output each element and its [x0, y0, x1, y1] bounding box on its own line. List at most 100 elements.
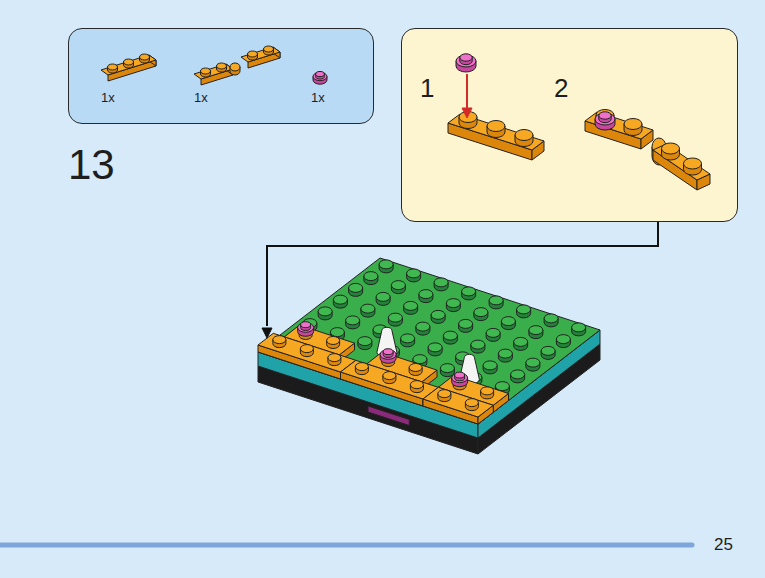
stud-side [201, 71, 211, 77]
stud-side [108, 67, 118, 73]
stud-top [495, 382, 509, 391]
stud-top [388, 313, 402, 322]
stud-top [481, 387, 494, 395]
stud-top [434, 278, 448, 287]
substep-panel: 12 [401, 28, 738, 222]
brick-face [448, 114, 544, 150]
stud-top [471, 340, 485, 349]
stud-top [456, 55, 476, 67]
stud-top [410, 381, 423, 389]
stud-top [328, 354, 341, 362]
stud-top [489, 296, 503, 305]
stud-top [440, 364, 454, 373]
stud-top [652, 138, 666, 156]
substep-number: 2 [554, 75, 568, 101]
stud-top [572, 323, 586, 332]
stud-top [419, 290, 433, 299]
stud-top [595, 113, 615, 125]
stud-top [459, 112, 477, 123]
stud-top [318, 307, 332, 316]
stud-top [599, 112, 611, 119]
stud-side [264, 49, 274, 55]
stud-top [431, 310, 445, 319]
brick-face [448, 123, 532, 160]
stud-top [301, 322, 311, 328]
stud-top [684, 158, 702, 169]
brick-face [653, 144, 710, 180]
stud-top [443, 331, 457, 340]
stud-top [346, 316, 360, 325]
stud-top [140, 54, 150, 60]
stud-side [515, 135, 533, 147]
stud-top [596, 110, 614, 121]
stud-top [379, 260, 393, 269]
stud-side [652, 147, 666, 165]
base-teal [258, 352, 478, 438]
stud-top [486, 328, 500, 337]
stud-top [409, 363, 422, 371]
stud-side [124, 62, 134, 68]
stud-top [248, 51, 258, 57]
stud-side [596, 115, 614, 127]
base-top [258, 258, 600, 424]
stud-top [416, 322, 430, 331]
stud-side [624, 124, 642, 136]
stud-top [108, 64, 118, 70]
part-quantity: 1x [194, 91, 208, 104]
stud-top [264, 46, 274, 52]
stud-top [383, 372, 396, 380]
placement-arrow [466, 74, 468, 108]
brick-face [258, 333, 356, 372]
brick-face [641, 130, 653, 149]
stud-side [684, 164, 702, 176]
arrow-head [262, 328, 272, 338]
brick-face [341, 360, 439, 399]
brick-face [585, 121, 641, 149]
stud-top [391, 281, 405, 290]
brick-face [101, 55, 156, 75]
stud-top [465, 399, 478, 407]
stud-side [313, 77, 327, 85]
page-number: 25 [714, 536, 733, 553]
brick-face [248, 52, 280, 68]
stud-side [140, 57, 150, 63]
stud-side [217, 66, 227, 72]
brick-face [653, 150, 697, 190]
stud-top [333, 295, 347, 304]
step-number: 13 [68, 144, 115, 186]
stud-top [298, 323, 314, 333]
stud-top [273, 336, 286, 344]
stud-top [383, 349, 393, 355]
part-quantity: 1x [101, 91, 115, 104]
stud-top [230, 63, 240, 71]
stud-top [327, 336, 340, 344]
brick-face [108, 60, 156, 81]
stud-top [544, 314, 558, 323]
brick-face [149, 55, 156, 66]
stud-top [330, 328, 344, 337]
stud-top [501, 317, 515, 326]
stud-side [248, 54, 258, 60]
stud-side [487, 126, 505, 138]
stud-top [452, 373, 468, 383]
stud-top [349, 283, 363, 292]
brick-face [194, 64, 233, 79]
brick-face [226, 64, 233, 75]
parts-panel: 1x1x1x [68, 28, 374, 124]
stud-top [460, 54, 472, 61]
stud-top [459, 319, 473, 328]
stud-side [316, 74, 325, 79]
stud-top [474, 308, 488, 317]
stud-top [201, 68, 211, 74]
stud-top [514, 337, 528, 346]
stud-top [526, 358, 540, 367]
stud-side [230, 67, 240, 75]
stud-top [515, 130, 533, 141]
model [258, 258, 600, 454]
stud-side [456, 61, 476, 72]
stud-top [355, 363, 368, 371]
leader-arrow [267, 222, 658, 326]
stud-top [455, 372, 465, 378]
stud-top [404, 301, 418, 310]
stud-top [376, 292, 390, 301]
